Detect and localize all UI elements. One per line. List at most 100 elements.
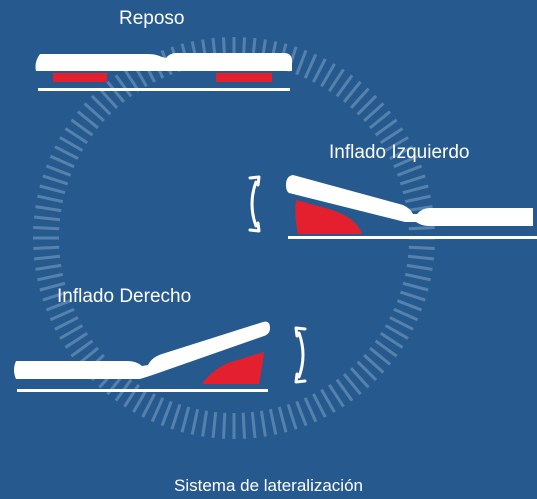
dial-tick	[389, 316, 414, 331]
curved-double-arrow-icon	[294, 326, 307, 384]
dial-tick	[399, 174, 426, 186]
label-left-inflated: Inflado Izquierdo	[329, 142, 470, 163]
dial-tick	[379, 332, 404, 349]
dial-tick	[33, 245, 60, 250]
dial-tick	[404, 272, 431, 282]
dial-tick	[54, 145, 79, 160]
dial-tick	[303, 53, 318, 79]
dial-tick	[35, 205, 62, 213]
dial-tick	[335, 74, 354, 98]
dial-tick	[349, 367, 370, 389]
bladder-left-inflated	[295, 200, 362, 234]
dial-tick	[33, 215, 61, 222]
dial-tick	[70, 118, 94, 137]
dial-tick	[39, 184, 66, 195]
dial-tick	[42, 174, 69, 186]
dial-tick	[342, 80, 362, 103]
dial-tick	[393, 154, 419, 169]
dial-tick	[384, 136, 409, 152]
dial-tick	[404, 194, 431, 204]
dial-tick	[303, 397, 318, 423]
dial-tick	[222, 412, 227, 439]
curved-double-arrow-icon	[248, 175, 261, 233]
dial-tick	[335, 378, 354, 402]
dial-tick	[406, 205, 433, 213]
dial-tick	[64, 127, 89, 144]
dial-tick	[211, 411, 218, 439]
dial-tick	[286, 403, 298, 430]
dial-tick	[250, 411, 257, 439]
dial-tick	[35, 263, 62, 271]
caption: Sistema de lateralización	[174, 476, 363, 495]
dial-tick	[42, 290, 69, 302]
dial-tick	[328, 68, 345, 93]
mattress-right-inflated	[14, 321, 270, 392]
dial-tick	[201, 410, 209, 437]
dial-tick	[312, 58, 327, 83]
label-rest: Reposo	[119, 8, 185, 29]
dial-tick	[160, 400, 173, 427]
dial-tick	[98, 87, 119, 109]
bladder-left-rest	[53, 73, 107, 82]
dial-tick	[374, 339, 398, 358]
dial-tick	[150, 397, 165, 423]
label-right-inflated: Inflado Derecho	[57, 286, 192, 307]
mattress-top-right-inflated	[14, 321, 270, 379]
dial-tick	[328, 383, 345, 408]
dial-tick	[123, 68, 140, 93]
dial-tick	[39, 281, 66, 292]
dial-tick	[402, 281, 429, 292]
dial-tick	[132, 388, 148, 413]
dial-tick	[402, 184, 429, 195]
dial-tick	[114, 74, 133, 98]
dial-tick	[408, 245, 435, 250]
mattress-top-left-inflated	[286, 175, 533, 226]
dial-tick	[241, 412, 246, 439]
dial-tick	[37, 194, 64, 204]
dial-tick	[268, 408, 278, 435]
bladder-right-rest	[216, 73, 272, 82]
dial-tick	[399, 290, 426, 302]
frame-base-right-inflated	[17, 389, 268, 392]
bladder-right-inflated	[202, 352, 264, 384]
dial-tick	[320, 388, 336, 413]
dial-tick	[180, 406, 191, 433]
dial-tick	[49, 154, 75, 169]
dial-tick	[190, 408, 200, 435]
dial-tick	[54, 316, 79, 331]
dial-tick	[123, 383, 140, 408]
dial-tick	[356, 94, 378, 116]
dial-tick	[76, 110, 99, 130]
mattress-top-rest	[35, 53, 292, 71]
dial-tick	[277, 406, 288, 433]
dial-tick	[295, 49, 308, 76]
dial-tick	[342, 373, 362, 396]
dial-tick	[141, 393, 156, 418]
dial-tick	[374, 118, 398, 137]
dial-tick	[259, 410, 267, 437]
dial-tick	[349, 87, 370, 109]
dial-tick	[312, 393, 327, 418]
dial-tick	[90, 94, 112, 116]
dial-tick	[408, 226, 435, 231]
dial-tick	[379, 127, 404, 144]
dial-tick	[320, 63, 336, 88]
dial-tick	[369, 110, 392, 130]
dial-tick	[64, 332, 89, 349]
dial-tick	[83, 102, 105, 123]
mattress-rest	[35, 53, 292, 91]
dial-tick	[393, 307, 419, 322]
dial-tick	[363, 353, 385, 374]
frame-base-left-inflated	[288, 236, 537, 239]
dial-tick	[37, 272, 64, 282]
dial-tick	[295, 400, 308, 427]
mattress-left-inflated	[286, 175, 537, 239]
dial-tick	[406, 263, 433, 271]
dial-tick	[45, 299, 72, 312]
dial-tick	[396, 299, 423, 312]
dial-tick	[407, 254, 435, 261]
dial-tick	[33, 254, 61, 261]
dial-tick	[369, 346, 392, 366]
dial-tick	[59, 324, 84, 340]
